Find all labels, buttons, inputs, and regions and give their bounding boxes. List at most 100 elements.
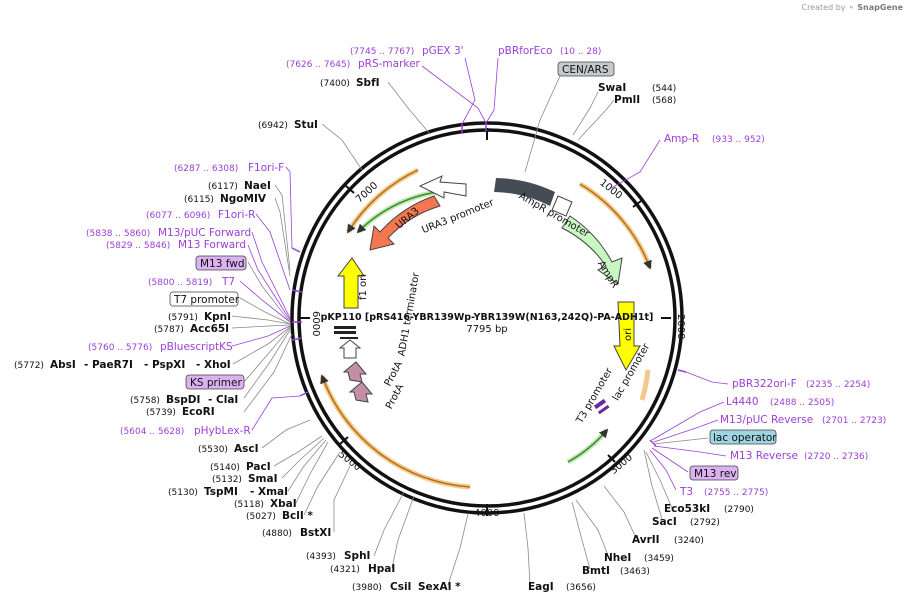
bottom-labels: (3980) CsiI SexAI * (4321) HpaI (4393) S… — [262, 527, 461, 593]
pos-kpni: (5791) — [168, 313, 198, 323]
credit-brand: SnapGene — [857, 3, 903, 12]
left-labels: (7745 .. 7767) pGEX 3' (7626 .. 7645) pR… — [14, 45, 464, 522]
label-xmai: - XmaI — [250, 486, 288, 498]
ura3-feature — [369, 195, 441, 251]
label-pspxi: - PspXI — [144, 359, 185, 371]
label-pbluescriptks: pBluescriptKS — [160, 341, 233, 353]
label-bcli: BclI * — [282, 510, 313, 522]
pos-xbai: (5118) — [234, 500, 264, 510]
label-hpai: HpaI — [368, 563, 395, 575]
label-ngomiv: NgoMIV — [220, 193, 267, 205]
pos-pbluescriptks: (5760 .. 5776) — [88, 343, 152, 353]
feature-label-f1-ori: f1 ori — [358, 274, 369, 300]
pos-smai: (5132) — [212, 475, 242, 485]
pos-l4440: (2488 .. 2505) — [770, 398, 834, 408]
ks-primer-box — [185, 374, 245, 390]
pos-pbr322ori-f: (2235 .. 2254) — [806, 380, 870, 390]
pos-sbfi: (7400) — [320, 79, 350, 89]
snapgene-logo-icon: ⚬ — [848, 3, 855, 12]
label-eagi: EagI — [528, 581, 554, 593]
tick-marks — [300, 128, 671, 516]
pos-t7: (5800 .. 5819) — [148, 278, 212, 288]
pos-tspmi: (5130) — [168, 488, 198, 498]
tick-label-7000: 7000 — [354, 180, 380, 205]
pos-swai: (544) — [652, 84, 676, 94]
label-pgex3: pGEX 3' — [422, 45, 464, 57]
label-swai: SwaI — [598, 82, 626, 94]
label-saci: SacI — [652, 516, 677, 528]
label-bspdi: BspDI — [166, 394, 200, 406]
pos-m13-forward: (5829 .. 5846) — [106, 241, 170, 251]
feature-label-t3-promoter: T3 promoter — [574, 366, 615, 427]
m13-fwd-box — [195, 255, 247, 271]
label-cen-ars: CEN/ARS — [562, 64, 609, 76]
label-pmli: PmlI — [614, 94, 640, 106]
pos-eagi: (3656) — [566, 583, 596, 593]
orf-highlights-core — [320, 169, 652, 488]
label-stui: StuI — [294, 119, 318, 131]
label-avrii: AvrII — [632, 534, 660, 546]
lac-operator-box — [709, 429, 777, 445]
right-labels: pBRforEco (10 .. 28) CEN/ARS SwaI (544) … — [498, 45, 886, 593]
label-tspmi: TspMI — [204, 486, 238, 498]
label-smai: SmaI — [248, 473, 278, 485]
pos-amp-r: (933 .. 952) — [712, 135, 765, 145]
label-bstxi: BstXI — [300, 527, 331, 539]
cen-ars-feature — [494, 178, 555, 206]
label-phyblex-r: pHybLex-R — [194, 425, 251, 437]
tick-label-6000: 6000 — [310, 311, 321, 336]
m13-rev-box — [689, 465, 739, 481]
label-pbr322ori-f: pBR322ori-F — [732, 378, 797, 390]
label-sphi: SphI — [344, 550, 370, 562]
label-paci: PacI — [246, 461, 271, 473]
label-m13-fwd: M13 fwd — [200, 258, 245, 270]
label-m13-rev: M13 rev — [694, 468, 737, 480]
pos-pgex3: (7745 .. 7767) — [350, 47, 414, 57]
label-t7-promoter: T7 promoter — [173, 294, 240, 306]
t7-promoter-box — [169, 291, 239, 307]
label-csii: CsiI — [390, 581, 411, 593]
feature-label-ampr-promoter: AmpR promoter — [517, 191, 592, 241]
label-m13-puc-reverse: M13/pUC Reverse — [720, 414, 813, 426]
lac-operator-feature — [593, 398, 610, 415]
ura3-promoter-arrow — [418, 175, 467, 199]
label-ecori: EcoRI — [182, 406, 215, 418]
pos-hpai: (4321) — [330, 565, 360, 575]
plasmid-length: 7795 bp — [466, 324, 507, 335]
label-eco53ki: Eco53kI — [664, 503, 710, 515]
label-sbfi: SbfI — [356, 77, 380, 89]
feature-label-ori: ori — [623, 328, 634, 341]
label-lac-operator: lac operator — [713, 432, 777, 444]
label-sexai: SexAI * — [418, 581, 461, 593]
pos-asci: (5530) — [198, 445, 228, 455]
pos-bstxi: (4880) — [262, 529, 292, 539]
pos-phyblex-r: (5604 .. 5628) — [120, 427, 184, 437]
tick-label-4000: 4000 — [474, 508, 499, 519]
tick-label-2000: 2000 — [675, 314, 686, 339]
label-asci: AscI — [234, 443, 259, 455]
label-ks-primer: KS primer — [190, 377, 242, 389]
pos-avrii: (3240) — [674, 536, 704, 546]
f1-ori-feature — [336, 257, 365, 309]
pos-ecori: (5739) — [146, 408, 176, 418]
pos-m13-puc-forward: (5838 .. 5860) — [86, 229, 150, 239]
label-m13-reverse: M13 Reverse — [730, 450, 798, 462]
feature-label-prota-1: ProtA — [383, 360, 405, 389]
label-f1ori-f: F1ori-F — [248, 162, 284, 174]
credit-prefix: Created by — [801, 3, 846, 12]
pos-absi: (5772) — [14, 361, 44, 371]
pos-bmti: (3463) — [620, 567, 650, 577]
plasmid-name: pKP110 [pRS416-YBR139Wp-YBR139W(N163,242… — [321, 312, 654, 323]
linker-arrow — [338, 339, 362, 359]
pos-naei: (6117) — [208, 182, 238, 192]
label-nhei: NheI — [604, 552, 631, 564]
pos-prs-marker: (7626 .. 7645) — [286, 60, 350, 70]
pos-pmli: (568) — [652, 96, 676, 106]
label-acc65i: Acc65I — [190, 323, 229, 335]
pos-m13-puc-reverse: (2701 .. 2723) — [822, 416, 886, 426]
leader-lines — [231, 57, 729, 586]
pos-eco53ki: (2790) — [724, 505, 754, 515]
label-xbai: XbaI — [270, 498, 297, 510]
prota-feature-1 — [342, 361, 368, 383]
